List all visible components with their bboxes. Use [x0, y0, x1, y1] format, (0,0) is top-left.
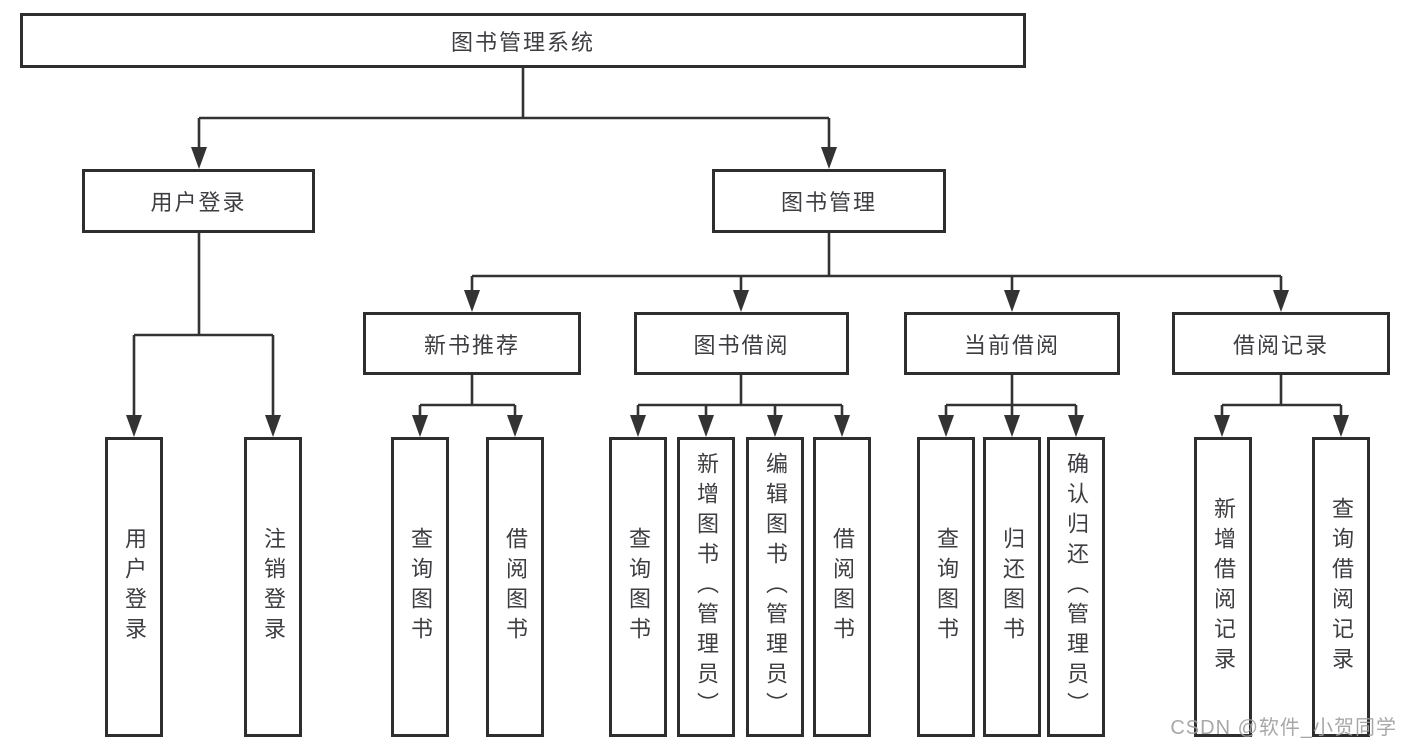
- leaf-borrow-books-newbook: 借阅图书: [486, 437, 544, 737]
- node-borrow-records: 借阅记录: [1172, 312, 1390, 375]
- leaf-query-books-newbook: 查询图书: [391, 437, 449, 737]
- leaf-label: 新增图书（管理员）: [694, 452, 719, 722]
- leaf-add-borrow-record: 新增借阅记录: [1194, 437, 1252, 737]
- leaf-label: 归还图书: [1000, 527, 1025, 647]
- node-label: 当前借阅: [963, 332, 1060, 358]
- leaf-label: 借阅图书: [503, 527, 528, 647]
- node-label: 图书借阅: [693, 332, 790, 358]
- leaf-label: 借阅图书: [830, 527, 855, 647]
- node-user-login: 用户登录: [82, 169, 315, 233]
- leaf-user-login: 用户登录: [105, 437, 163, 737]
- node-label: 用户登录: [150, 190, 247, 215]
- leaf-return-books: 归还图书: [983, 437, 1041, 737]
- node-book-borrowing: 图书借阅: [634, 312, 849, 375]
- leaf-label: 编辑图书（管理员）: [763, 452, 788, 722]
- leaf-confirm-return-admin: 确认归还（管理员）: [1047, 437, 1105, 737]
- node-new-book-recommend: 新书推荐: [363, 312, 581, 375]
- node-label: 借阅记录: [1232, 332, 1329, 358]
- node-label: 图书管理系统: [450, 29, 595, 55]
- leaf-label: 新增借阅记录: [1211, 497, 1236, 677]
- leaf-label: 查询借阅记录: [1329, 497, 1354, 677]
- leaf-query-books-current: 查询图书: [917, 437, 975, 737]
- leaf-add-books-admin: 新增图书（管理员）: [677, 437, 735, 737]
- leaf-label: 注销登录: [261, 527, 286, 647]
- leaf-borrow-books-borrowing: 借阅图书: [813, 437, 871, 737]
- node-current-borrowing: 当前借阅: [904, 312, 1120, 375]
- leaf-label: 查询图书: [934, 527, 959, 647]
- leaf-query-books-borrowing: 查询图书: [609, 437, 667, 737]
- node-label: 图书管理: [780, 190, 877, 215]
- leaf-query-borrow-record: 查询借阅记录: [1312, 437, 1370, 737]
- leaf-label: 查询图书: [626, 527, 651, 647]
- node-book-management: 图书管理: [712, 169, 946, 233]
- leaf-label: 查询图书: [408, 527, 433, 647]
- node-label: 新书推荐: [423, 332, 520, 358]
- leaf-logout: 注销登录: [244, 437, 302, 737]
- leaf-label: 确认归还（管理员）: [1064, 452, 1089, 722]
- node-library-system: 图书管理系统: [20, 13, 1026, 68]
- leaf-edit-books-admin: 编辑图书（管理员）: [746, 437, 804, 737]
- leaf-label: 用户登录: [122, 527, 147, 647]
